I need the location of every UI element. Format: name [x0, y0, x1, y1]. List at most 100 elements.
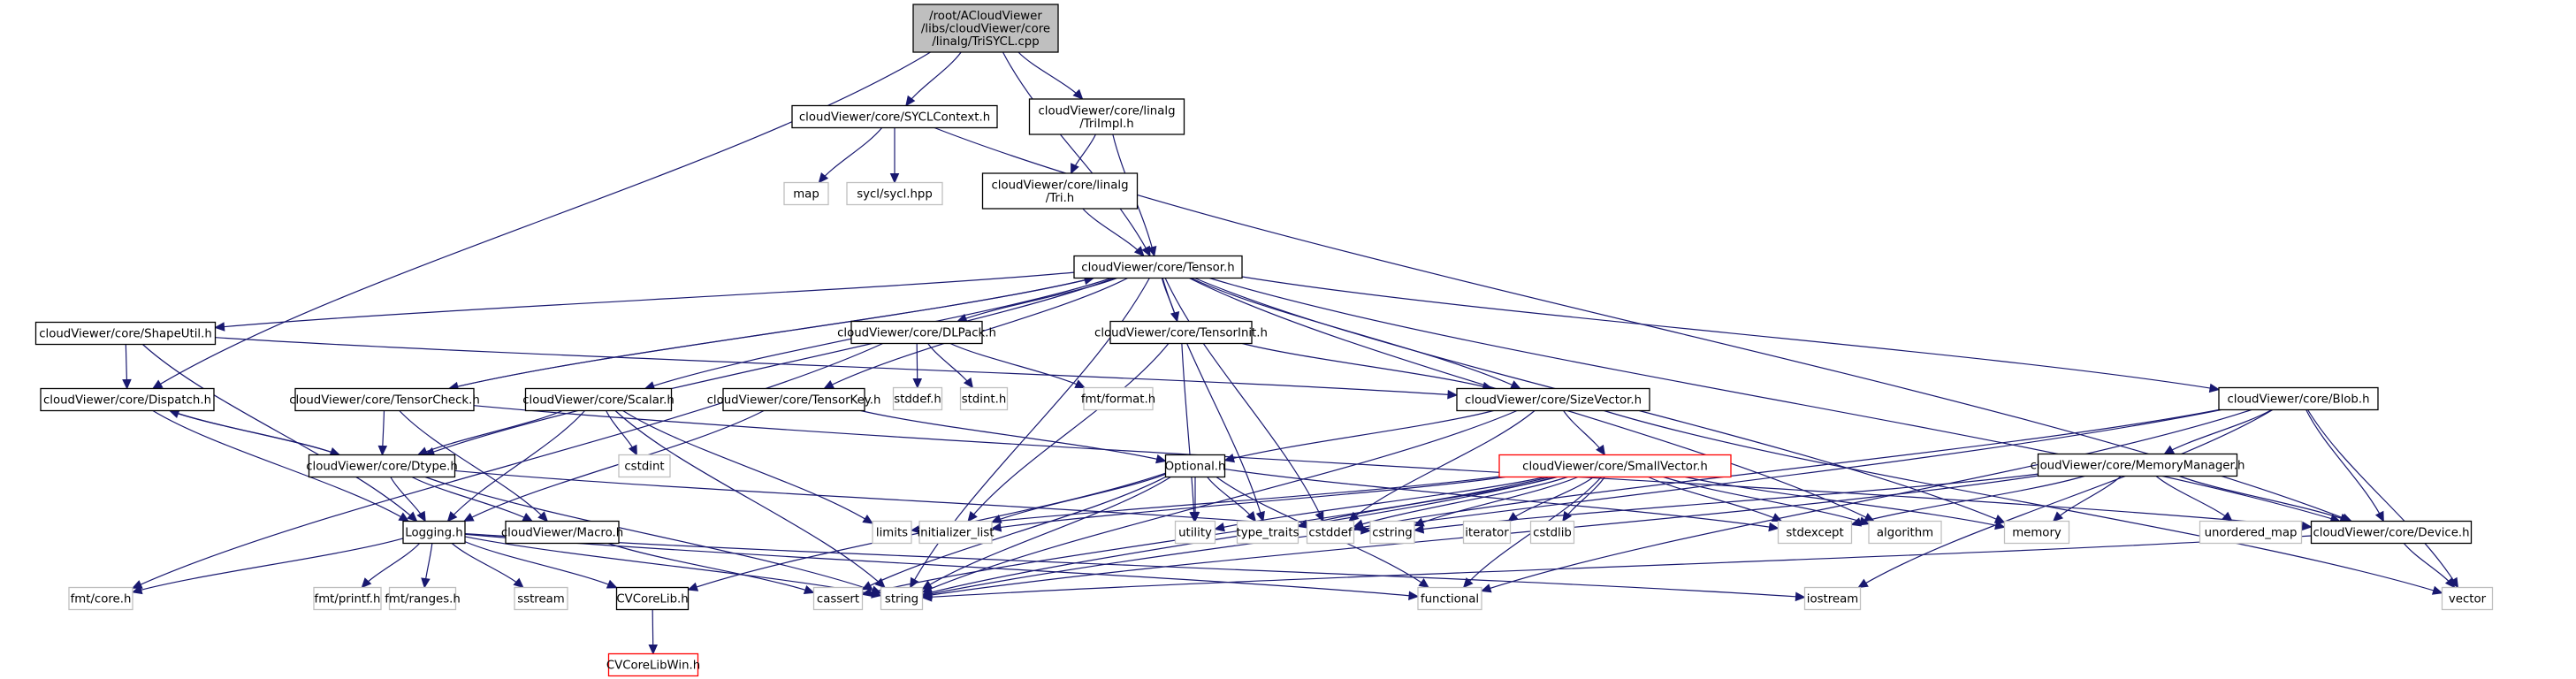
- node-box: [1306, 520, 1355, 545]
- node-label: fmt/printf.h: [315, 593, 381, 607]
- node-device[interactable]: cloudViewer/core/Device.h: [2310, 520, 2473, 545]
- arrowhead-icon: [687, 582, 699, 591]
- node-sizevector[interactable]: cloudViewer/core/SizeVector.h: [1456, 387, 1650, 412]
- arrowhead-icon: [912, 378, 923, 389]
- node-box: [1164, 454, 1226, 478]
- node-stdint: stdint.h: [959, 386, 1009, 411]
- node-fmtranges: fmt/ranges.h: [385, 586, 461, 611]
- node-iostream: iostream: [1803, 586, 1862, 611]
- node-dtype[interactable]: cloudViewer/core/Dtype.h: [306, 454, 458, 478]
- node-label: cassert: [817, 593, 859, 607]
- node-tensorkey[interactable]: cloudViewer/core/TensorKey.h: [707, 387, 881, 412]
- node-macro[interactable]: cloudViewer/Macro.h: [501, 520, 623, 545]
- node-label: cloudViewer/core/TensorCheck.h: [289, 394, 480, 408]
- edge-tensor-to-typetraits: [1162, 278, 1264, 522]
- arrowhead-icon: [446, 511, 458, 523]
- node-tri[interactable]: cloudViewer/core/linalg/Tri.h: [981, 172, 1139, 210]
- arrowhead-icon: [1480, 584, 1492, 593]
- node-box: [722, 387, 865, 412]
- arrowhead-icon: [1072, 88, 1084, 100]
- edge-tensor-to-device: [1208, 277, 2341, 523]
- edge-blob-to-string: [922, 408, 2222, 597]
- arrowhead-icon: [1214, 523, 1225, 532]
- node-blob[interactable]: cloudViewer/core/Blob.h: [2218, 386, 2379, 411]
- edge-tensorcheck-to-tensor: [448, 277, 1094, 390]
- arrowhead-icon: [131, 580, 143, 589]
- arrowhead-icon: [1190, 512, 1200, 523]
- node-label: functional: [1421, 593, 1479, 607]
- node-memorymanager[interactable]: cloudViewer/core/MemoryManager.h: [2031, 453, 2245, 477]
- node-label: CVCoreLib.h: [616, 593, 688, 607]
- node-scalar[interactable]: cloudViewer/core/Scalar.h: [522, 387, 674, 412]
- node-root[interactable]: /root/ACloudViewer/libs/cloudViewer/core…: [912, 4, 1059, 53]
- edge-device-to-string: [922, 535, 2312, 599]
- node-label: cloudViewer/core/Device.h: [2313, 527, 2469, 540]
- edge-optional-to-stdexcept: [1224, 468, 1779, 530]
- node-dlpack[interactable]: cloudViewer/core/DLPack.h: [837, 320, 996, 345]
- arrowhead-icon: [122, 378, 132, 390]
- node-box: [1803, 586, 1862, 611]
- node-label: cloudViewer/core/Dispatch.h: [43, 394, 211, 408]
- node-fmtformat: fmt/format.h: [1081, 386, 1155, 411]
- edge-dtype-to-macro: [411, 476, 533, 523]
- node-triimpl[interactable]: cloudViewer/core/linalg/TriImpl.h: [1028, 98, 1185, 135]
- node-tensorinit[interactable]: cloudViewer/core/TensorInit.h: [1094, 320, 1268, 345]
- edge-tensorinit-to-sizevector: [1242, 342, 1492, 390]
- node-memory: memory: [2003, 520, 2070, 545]
- arrowhead-icon: [823, 380, 835, 390]
- node-label: CVCoreLibWin.h: [606, 660, 700, 673]
- node-box: [1109, 320, 1253, 345]
- node-label: fmt/ranges.h: [385, 593, 461, 607]
- node-label: vector: [2449, 593, 2487, 607]
- node-typetraits: type_traits: [1236, 520, 1299, 545]
- node-tensorcheck[interactable]: cloudViewer/core/TensorCheck.h: [289, 387, 480, 412]
- node-box: [918, 520, 993, 545]
- node-tensor[interactable]: cloudViewer/core/Tensor.h: [1073, 255, 1243, 279]
- arrowhead-icon: [1408, 591, 1420, 600]
- edge-dlpack-to-fmtformat: [949, 342, 1086, 389]
- arrowhead-icon: [818, 172, 829, 184]
- node-cstdlib: cstdlib: [1529, 520, 1575, 545]
- node-box: [2310, 520, 2473, 545]
- arrowhead-icon: [1768, 522, 1780, 532]
- node-box: [1083, 386, 1154, 411]
- edge-smallvector-to-stdexcept: [1648, 476, 1782, 523]
- arrowhead-icon: [921, 580, 934, 591]
- node-dispatch[interactable]: cloudViewer/core/Dispatch.h: [40, 387, 215, 412]
- node-label: cloudViewer/core/SmallVector.h: [1522, 461, 1708, 474]
- edge-tensorinit-to-utility: [1181, 343, 1195, 522]
- edge-shapeutil-to-logging: [141, 344, 418, 522]
- arrowhead-icon: [967, 511, 978, 523]
- arrowhead-icon: [462, 512, 475, 523]
- arrowhead-icon: [963, 377, 974, 389]
- arrowhead-icon: [407, 511, 418, 523]
- node-cvcorelibwin[interactable]: CVCoreLibWin.h: [606, 652, 700, 677]
- node-stdexcept: stdexcept: [1777, 520, 1853, 545]
- node-syclctx[interactable]: cloudViewer/core/SYCLContext.h: [791, 104, 998, 129]
- node-shapeutil[interactable]: cloudViewer/core/ShapeUtil.h: [34, 321, 217, 346]
- node-logging[interactable]: Logging.h: [402, 520, 466, 545]
- node-box: [1777, 520, 1853, 545]
- node-label: Optional.h: [1165, 461, 1226, 474]
- arrowhead-icon: [2444, 577, 2456, 589]
- arrowhead-icon: [1246, 510, 1257, 523]
- edge-scalar-to-limits: [622, 409, 873, 524]
- arrowhead-icon: [522, 513, 534, 523]
- arrowhead-icon: [1155, 454, 1167, 464]
- node-box: [2441, 586, 2494, 611]
- node-optional[interactable]: Optional.h: [1164, 454, 1226, 478]
- node-box: [912, 4, 1059, 53]
- node-box: [68, 586, 133, 611]
- node-label: limits: [876, 527, 908, 540]
- node-cvcorelib[interactable]: CVCoreLib.h: [615, 586, 690, 611]
- arrowhead-icon: [131, 584, 143, 595]
- node-cstring: cstring: [1369, 520, 1415, 545]
- node-smallvector[interactable]: cloudViewer/core/SmallVector.h: [1498, 454, 1732, 478]
- arrowhead-icon: [1133, 246, 1145, 257]
- node-label: utility: [1178, 527, 1212, 540]
- node-label: initializer_list: [917, 527, 994, 540]
- node-box: [402, 520, 466, 545]
- node-iterator: iterator: [1462, 520, 1512, 545]
- arrowhead-icon: [2052, 511, 2064, 523]
- arrowhead-icon: [398, 512, 410, 523]
